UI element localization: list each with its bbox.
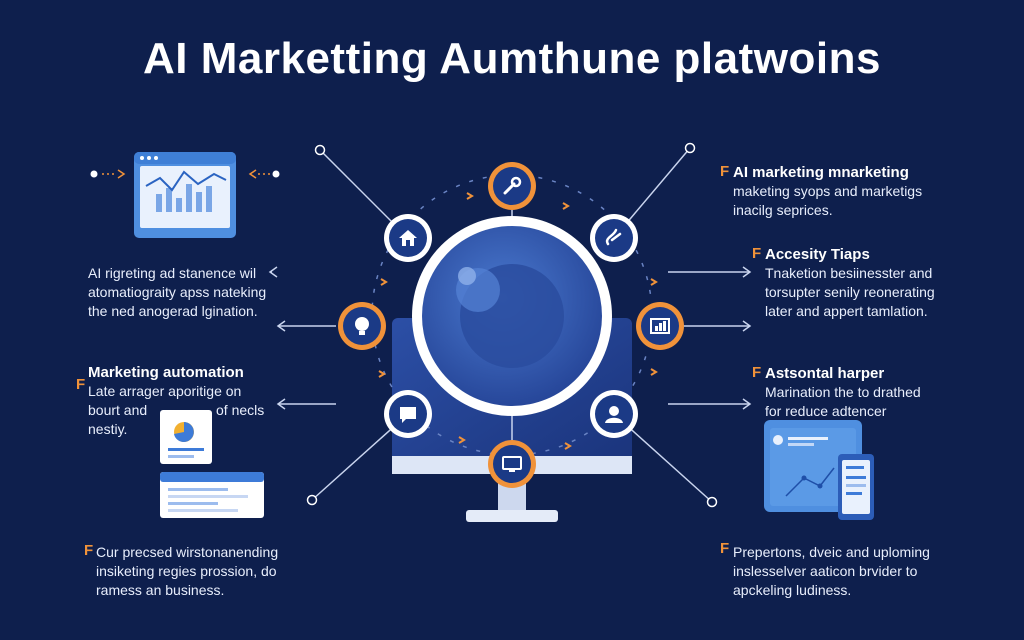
right-block-1: AI marketing mnarketing maketing syops a… — [733, 163, 922, 220]
right-block-3-heading: Astsontal harper — [765, 365, 885, 382]
left-block-3-line-3: ramess an business. — [96, 582, 225, 598]
left-block-2: Marketing automation Late arrager aporit… — [88, 363, 244, 439]
spoke-end-dot — [314, 144, 326, 156]
text-pointer-arrow — [276, 398, 336, 410]
orbit-chevron — [562, 202, 570, 210]
phone-card — [838, 454, 874, 520]
left-block-1-line-3: the ned anogerad lgination. — [88, 303, 258, 319]
page-title: AI Marketting Aumthune platwoins — [143, 34, 881, 83]
right-block-3: Astsontal harper Marination the to drath… — [765, 364, 921, 421]
right-block-2-line-1: Tnaketion besiinesster and — [765, 265, 933, 281]
right-block-1-heading: AI marketing mnarketing — [733, 164, 909, 181]
report-card — [160, 472, 264, 518]
left-block-2-line-3: nestiy. — [88, 421, 128, 437]
orbit-arrows — [378, 192, 658, 450]
central-lens — [412, 216, 612, 416]
orbit-chevron — [466, 192, 474, 200]
orbit-chevron — [650, 368, 658, 376]
left-block-2-marker: F — [76, 376, 86, 393]
text-pointer-arrow — [268, 266, 278, 278]
right-block-4-marker: F — [720, 540, 730, 557]
chat-icon — [384, 390, 432, 438]
lightbulb-icon — [338, 302, 386, 350]
orbit-chevron — [458, 436, 466, 444]
right-block-4: Prepertons, dveic and uploming inslessel… — [733, 543, 930, 600]
left-block-1-line-1: AI rigreting ad stanence wil — [88, 265, 257, 281]
text-pointer-arrow — [668, 266, 752, 278]
right-block-1-line-1: maketing syops and marketigs — [733, 183, 923, 199]
right-block-1-line-2: inacilg seprices. — [733, 202, 833, 218]
left-block-1: AI rigreting ad stanence wil atomatiogra… — [88, 264, 266, 321]
analytics-card-pointer — [90, 169, 280, 179]
right-block-2-heading: Accesity Tiaps — [765, 246, 870, 263]
tools-icon — [488, 162, 536, 210]
right-block-3-line-1: Marination the to drathed — [765, 384, 921, 400]
right-block-4-line-1: Prepertons, dveic and uploming — [733, 544, 930, 560]
orbit-chevron — [378, 370, 386, 378]
right-block-3-marker: F — [752, 364, 762, 381]
left-block-1-line-2: atomatiograity apss nateking — [88, 284, 267, 300]
left-block-3-line-1: Cur precsed wirstonanending — [96, 544, 279, 560]
left-block-2-heading: Marketing automation — [88, 364, 244, 381]
right-block-4-line-2: inslesselver aaticon brvider to — [733, 563, 918, 579]
user-icon — [590, 390, 638, 438]
spoke-end-dot — [306, 494, 318, 506]
feature-nodes — [338, 162, 684, 488]
spoke-end-dot — [684, 142, 696, 154]
right-block-2-line-3: later and appert tamlation. — [765, 303, 928, 319]
analytics-card — [134, 152, 236, 238]
left-block-2-line-1: Late arrager aporitige on — [88, 383, 242, 399]
left-block-2-line-2: bourt and — [88, 402, 148, 418]
bar-chart-icon — [636, 302, 684, 350]
text-pointer-arrow — [668, 398, 752, 410]
right-block-2-line-2: torsupter senily reonerating — [765, 284, 935, 300]
orbit-chevron — [380, 278, 388, 286]
right-block-4-line-3: apckeling ludiness. — [733, 582, 852, 598]
orbit-chevron — [564, 442, 572, 450]
left-block-3-line-2: insiketing regies prossion, do — [96, 563, 277, 579]
spoke-end-dot — [706, 496, 718, 508]
home-icon — [384, 214, 432, 262]
right-block-1-marker: F — [720, 163, 730, 180]
pie-card — [160, 410, 212, 464]
monitor-icon — [488, 440, 536, 488]
right-block-3-line-2: for reduce adtencer — [765, 403, 887, 419]
left-block-3-marker: F — [84, 542, 94, 559]
left-block-3: Cur precsed wirstonanending insiketing r… — [96, 543, 278, 600]
dashboard-card — [764, 420, 862, 512]
left-block-2-extra: of necls — [216, 402, 265, 418]
orbit-chevron — [650, 278, 658, 286]
right-block-2: Accesity Tiaps Tnaketion besiinesster an… — [765, 245, 935, 321]
link-icon — [590, 214, 638, 262]
text-pointer-arrow — [276, 320, 336, 332]
right-block-2-marker: F — [752, 245, 762, 262]
